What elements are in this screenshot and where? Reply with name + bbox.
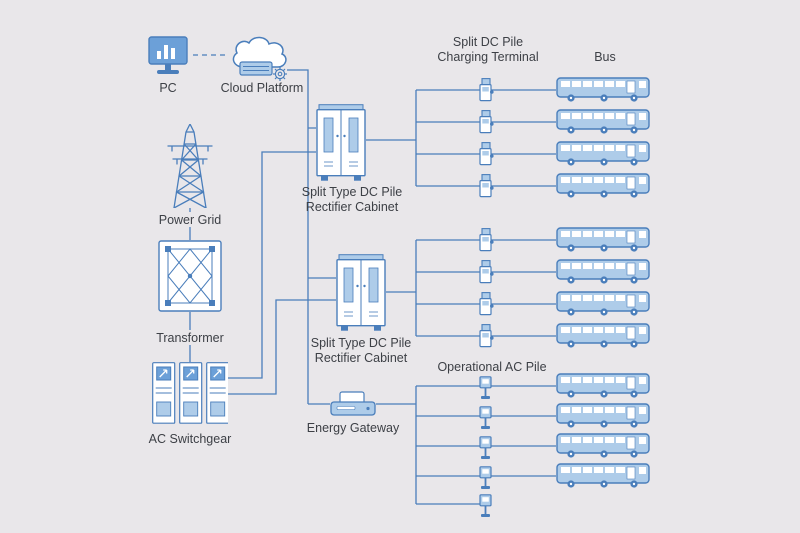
bus-icon [556,109,650,135]
rectifier-cabinet-1-icon [316,104,366,182]
bus-column-label: Bus [594,50,616,64]
group1-tap-lines [416,89,556,187]
rectifier-cabinet-2-label-line1: Split Type DC Pile [311,336,412,350]
bus-icon [556,323,650,349]
dc-terminal-icon [479,292,494,316]
bus-icon [556,141,650,167]
dc-terminal-icon [479,142,494,166]
dc-terminal-icon [479,228,494,252]
bus-icon [556,227,650,253]
power-grid-tower-icon [167,124,213,208]
cabinet2-trunk-line [386,240,417,336]
rectifier-cabinet-2-label-line2: Rectifier Cabinet [315,351,408,365]
rectifier-cabinet-2-icon [336,254,386,332]
switchgear-to-cabinet1-line [228,151,316,379]
transformer-label: Transformer [156,331,224,345]
cloud-bus-line [287,69,336,405]
dc-terminal-icon [479,174,494,198]
rectifier-cabinet-1-label-line2: Rectifier Cabinet [306,200,399,214]
cloud-platform-label: Cloud Platform [221,81,304,95]
pc-label: PC [159,81,176,95]
group2-tap-lines [416,239,556,337]
gateway-trunk-line [376,386,417,504]
cabinet1-trunk-line [366,90,417,186]
ac-pile-column-label: Operational AC Pile [437,360,546,374]
dc-terminal-column-label-line1: Split DC Pile [453,35,523,49]
label-mask [151,330,229,345]
ac-pile-icon [479,436,492,460]
cloud-platform-icon [232,36,288,82]
dc-terminal-icon [479,78,494,102]
ac-switchgear-label: AC Switchgear [149,432,232,446]
bus-icon [556,173,650,199]
bus-icon [556,291,650,317]
pc-icon [148,36,188,75]
power-grid-label: Power Grid [159,213,222,227]
ac-switchgear-icon [152,362,228,424]
ac-pile-icon [479,466,492,490]
bus-icon [556,403,650,429]
label-mask [155,212,225,227]
ac-pile-icon [479,494,492,518]
dc-terminal-icon [479,324,494,348]
switchgear-to-cabinet2-line [228,299,336,395]
transformer-icon [158,240,222,312]
energy-gateway-label: Energy Gateway [307,421,400,435]
bus-icon [556,259,650,285]
dc-terminal-icon [479,260,494,284]
bus-icon [556,433,650,459]
dc-terminal-column-label-line2: Charging Terminal [437,50,538,64]
dc-terminal-icon [479,110,494,134]
bus-icon [556,373,650,399]
rectifier-cabinet-1-label-line1: Split Type DC Pile [302,185,403,199]
bus-icon [556,463,650,489]
ac-pile-icon [479,376,492,400]
energy-gateway-icon [330,391,376,416]
bus-icon [556,77,650,103]
ac-pile-icon [479,406,492,430]
